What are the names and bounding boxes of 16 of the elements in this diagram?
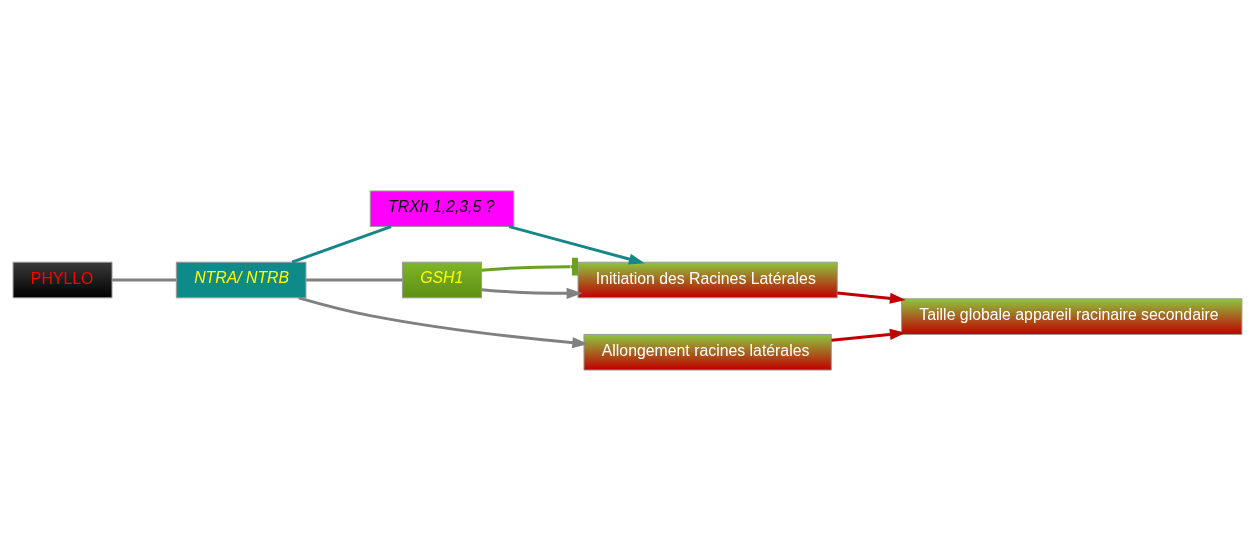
connector (306, 278, 403, 281)
arrow (508, 224, 645, 264)
node-box: NTRA/ NTRB (175, 261, 307, 298)
arrow (298, 295, 589, 348)
node-box: Taille globale appareil racinaire secondaire (901, 297, 1243, 335)
node-box: Allongement racines latérales (583, 333, 832, 371)
node-box: TRXh 1,2,3,5 ? (369, 189, 515, 227)
arrow (831, 328, 906, 342)
node-box: PHYLLO (12, 261, 113, 298)
connector (112, 278, 176, 281)
connector (481, 257, 578, 276)
connector (291, 224, 392, 263)
node-box: Initiation des Racines Latérales (577, 261, 838, 298)
node-box: GSH1 (401, 261, 483, 298)
arrow (481, 287, 583, 299)
arrow (837, 291, 906, 304)
